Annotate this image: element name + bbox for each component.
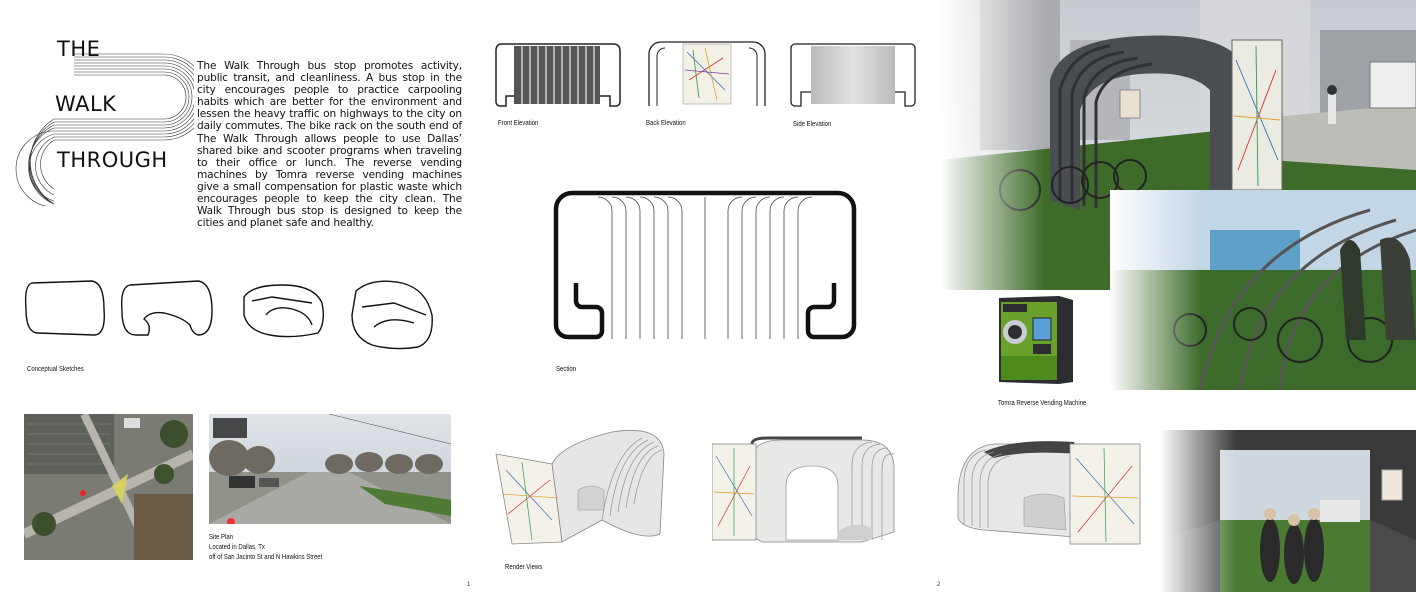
back-elevation-caption: Back Elevation (646, 118, 686, 127)
section-drawing (552, 189, 858, 349)
page-number-right: 2 (937, 582, 941, 588)
title-walk: WALK (55, 92, 117, 116)
side-elevation-drawing (789, 40, 917, 108)
back-elevation-drawing (645, 40, 769, 108)
site-aerial-map (24, 414, 193, 560)
conceptual-sketches-caption: Conceptual Sketches (27, 364, 84, 373)
render-view-2 (712, 436, 902, 548)
sketch-4 (351, 280, 433, 350)
project-description: The Walk Through bus stop promotes activ… (197, 60, 462, 230)
sketch-3 (243, 284, 325, 338)
tomra-caption: Tomra Reverse Vending Machine (998, 398, 1087, 407)
title-the: THE (57, 37, 101, 61)
render-views-caption: Render Views (505, 562, 543, 571)
conceptual-sketches (22, 275, 442, 357)
render-view-3 (954, 438, 1144, 548)
walk-through-lines-graphic (15, 53, 194, 206)
page-number-left: 1 (467, 582, 471, 588)
render-view-1 (492, 424, 672, 556)
streetview-pin-icon (227, 518, 235, 524)
front-elevation-caption: Front Elevation (498, 118, 539, 127)
sketch-2 (120, 280, 213, 336)
title-graphic (14, 36, 194, 206)
site-street-caption: off of San Jacinto St and N Hawkins Stre… (209, 552, 323, 561)
street-view-photo (209, 414, 451, 524)
site-plan-caption: Site Plan (209, 532, 234, 541)
tomra-vending-machine (997, 294, 1075, 386)
side-elevation-caption: Side Elevation (793, 119, 832, 128)
perspective-render-bikes (1110, 190, 1416, 390)
front-elevation-drawing (494, 40, 622, 108)
perspective-render-top (940, 0, 1416, 290)
map-marker-icon (80, 490, 86, 496)
sketch-1 (24, 280, 105, 336)
title-through: THROUGH (57, 148, 168, 172)
perspective-render-interior (1160, 430, 1416, 592)
site-location-caption: Located in Dallas, Tx (209, 542, 265, 551)
section-caption: Section (556, 364, 577, 373)
